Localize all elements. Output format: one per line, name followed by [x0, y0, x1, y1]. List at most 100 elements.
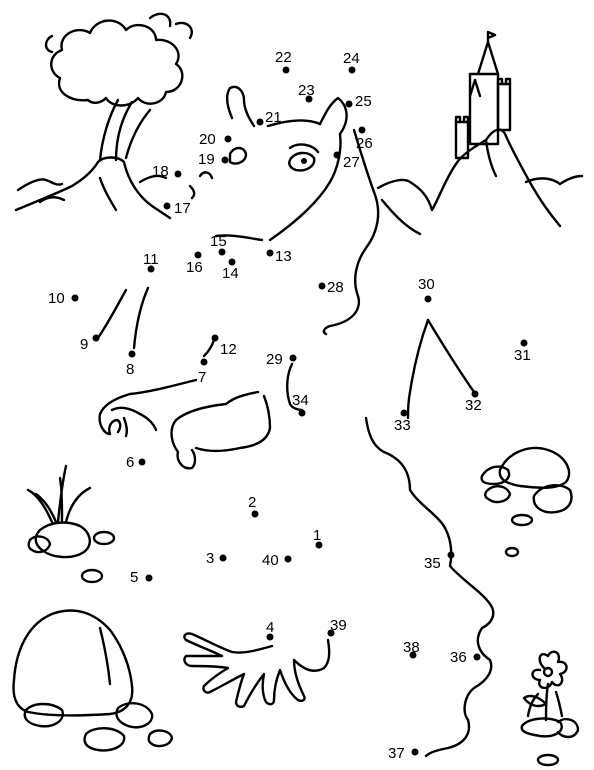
dot-number-label: 9 — [80, 336, 88, 353]
dragon-ear-left — [226, 85, 256, 128]
ground-decorations — [12, 446, 580, 767]
dot-3[interactable]: 3 — [206, 550, 227, 567]
dot-number-label: 22 — [275, 49, 292, 66]
dot-14[interactable]: 14 — [222, 258, 239, 283]
dot-17[interactable]: 17 — [163, 200, 191, 217]
grass-tuft — [26, 464, 92, 524]
lava-spout — [98, 98, 152, 162]
rock-base-stone-1 — [23, 702, 64, 728]
dot-13[interactable]: 13 — [266, 248, 292, 265]
dragon-wing-right — [426, 318, 476, 394]
castle-battlements — [454, 77, 512, 124]
dot-number-label: 32 — [465, 397, 482, 414]
dot-number-label: 23 — [298, 82, 315, 99]
dot-1[interactable]: 1 — [313, 527, 323, 549]
dot-number-label: 26 — [356, 135, 373, 152]
dot-number-label: 30 — [418, 276, 435, 293]
dot-25[interactable]: 25 — [345, 93, 372, 110]
big-rock — [12, 609, 134, 717]
smoke-puff-left — [44, 34, 54, 54]
dot-26[interactable]: 26 — [356, 126, 373, 153]
dot-33[interactable]: 33 — [394, 409, 411, 435]
mountain-left-base — [380, 198, 422, 236]
dot-4[interactable]: 4 — [266, 619, 274, 641]
dot-34[interactable]: 34 — [292, 392, 309, 417]
dot-10[interactable]: 10 — [48, 290, 79, 307]
dragon-mouth-line — [214, 234, 264, 242]
dot-29[interactable]: 29 — [266, 351, 297, 368]
mountain-crease — [484, 138, 498, 178]
dragon-snout-top — [198, 171, 214, 180]
flower-stem — [544, 682, 550, 722]
dot-21[interactable]: 21 — [256, 109, 282, 126]
dot-28[interactable]: 28 — [318, 279, 344, 296]
dot-number-label: 20 — [199, 131, 216, 148]
dot-19[interactable]: 19 — [198, 151, 229, 168]
castle-small-spire — [468, 78, 482, 98]
dot-number-label: 25 — [355, 93, 372, 110]
dot-27[interactable]: 27 — [333, 151, 360, 172]
dot-number-label: 1 — [313, 527, 321, 544]
dragon-arm-left — [96, 288, 128, 340]
dot-2[interactable]: 2 — [248, 494, 259, 518]
dot-30[interactable]: 30 — [418, 276, 435, 303]
dot-39[interactable]: 39 — [327, 617, 347, 637]
dot-number-label: 27 — [343, 154, 360, 171]
dot-9[interactable]: 9 — [80, 334, 100, 354]
dot-5[interactable]: 5 — [130, 569, 153, 586]
dot-31[interactable]: 31 — [514, 339, 531, 365]
dot-36[interactable]: 36 — [450, 649, 481, 666]
dragon-arm-left-inner — [132, 286, 150, 350]
dot-number-label: 8 — [126, 361, 134, 378]
dragon-nostril — [188, 184, 196, 200]
dots-layer: 1 2 3 4 5 6 7 8 9 10 11 12 13 14 15 16 1… — [48, 49, 531, 762]
pebble-1 — [92, 530, 116, 546]
volcano-right-slope — [122, 160, 172, 220]
dot-35[interactable]: 35 — [424, 551, 455, 573]
dot-15[interactable]: 15 — [210, 233, 227, 256]
dragon-tail-back — [364, 416, 495, 758]
stone-right-small — [480, 465, 511, 486]
flower-stones — [520, 717, 580, 739]
stone-right-large — [532, 484, 573, 514]
pebble-3 — [510, 513, 534, 527]
dot-number-label: 40 — [262, 552, 279, 569]
dot-24[interactable]: 24 — [343, 50, 360, 74]
dot-12[interactable]: 12 — [211, 334, 237, 359]
dot-number-label: 12 — [220, 341, 237, 358]
smoke-puff-top — [174, 21, 193, 40]
dot-8[interactable]: 8 — [126, 350, 136, 379]
dot-number-label: 37 — [388, 745, 405, 762]
flower-center — [542, 666, 554, 678]
dot-37[interactable]: 37 — [388, 745, 419, 762]
dot-number-label: 31 — [514, 347, 531, 364]
dot-7[interactable]: 7 — [198, 358, 208, 387]
dot-20[interactable]: 20 — [199, 131, 232, 148]
dot-number-label: 10 — [48, 290, 65, 307]
castle-left-tower — [454, 120, 470, 160]
dot-40[interactable]: 40 — [262, 552, 292, 569]
rock-base-stone-4 — [147, 729, 174, 748]
volcano-ridge — [98, 176, 118, 212]
dot-38[interactable]: 38 — [403, 639, 420, 659]
dragon-face-contour — [268, 132, 342, 242]
dot-32[interactable]: 32 — [465, 390, 482, 415]
dot-number-label: 11 — [143, 251, 159, 268]
dot-6[interactable]: 6 — [126, 454, 146, 471]
pebble-4 — [504, 546, 520, 558]
dot-23[interactable]: 23 — [298, 82, 315, 103]
dot-18[interactable]: 18 — [152, 163, 182, 180]
dot-number-label: 36 — [450, 649, 467, 666]
smoke-puff-right — [148, 12, 172, 28]
dragon-neck-back — [322, 128, 380, 336]
dragon-foot-top — [292, 638, 331, 672]
dragon-eye-pupil — [301, 158, 307, 164]
pebble-2 — [80, 568, 104, 584]
dot-16[interactable]: 16 — [186, 251, 203, 277]
dot-22[interactable]: 22 — [275, 49, 292, 74]
dot-number-label: 39 — [330, 617, 347, 634]
flower-petals — [531, 650, 568, 690]
smoke-cloud — [50, 19, 184, 107]
dot-11[interactable]: 11 — [143, 251, 159, 273]
